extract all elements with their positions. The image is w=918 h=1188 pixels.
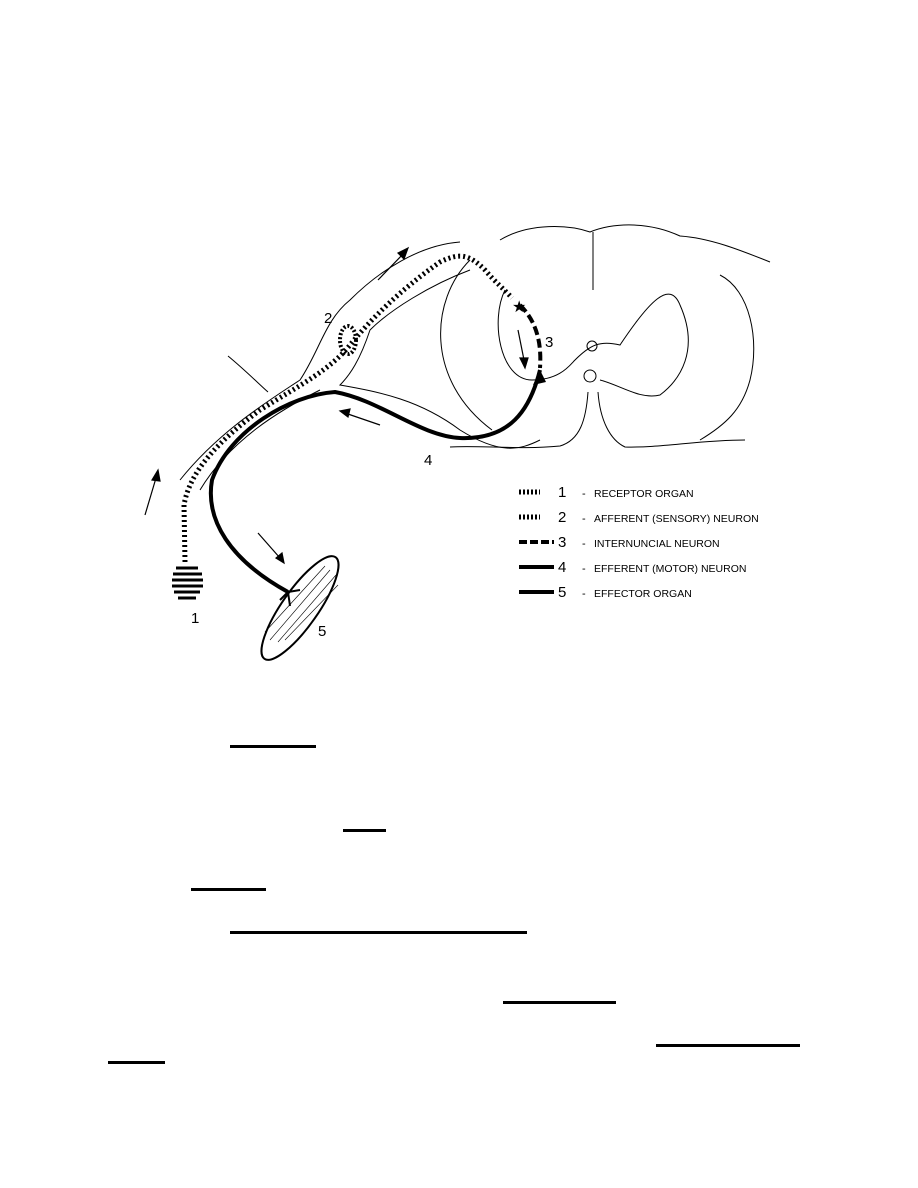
label-2: 2 [324, 310, 332, 327]
legend-separator: - [582, 488, 586, 500]
legend-item: 4 -EFFERENT (MOTOR) NEURON [519, 559, 746, 576]
label-3: 3 [545, 334, 553, 351]
legend-separator: - [582, 538, 586, 550]
answer-blank-6 [656, 1044, 800, 1047]
label-5: 5 [318, 623, 326, 640]
legend-label: AFFERENT (SENSORY) NEURON [594, 513, 759, 525]
legend-label: RECEPTOR ORGAN [594, 488, 694, 500]
label-1: 1 [191, 610, 199, 627]
answer-blank-3 [191, 888, 266, 891]
legend-number: 4 [558, 559, 566, 576]
direction-arrows [144, 246, 529, 565]
answer-blank-1 [230, 745, 316, 748]
afferent-neuron-path [181, 253, 514, 563]
legend-number: 3 [558, 534, 566, 551]
effector-organ [260, 555, 340, 661]
legend-separator: - [582, 588, 586, 600]
legend-number: 1 [558, 484, 566, 501]
answer-blank-2 [343, 829, 386, 832]
ganglion [338, 324, 358, 356]
label-4: 4 [424, 452, 432, 469]
legend-item: 2 -AFFERENT (SENSORY) NEURON [519, 509, 759, 526]
answer-blank-7 [108, 1061, 165, 1064]
efferent-neuron-path [208, 369, 542, 594]
legend-item: 5 -EFFECTOR ORGAN [519, 584, 692, 601]
receptor-organ [172, 566, 203, 600]
legend-separator: - [582, 563, 586, 575]
legend-number: 5 [558, 584, 566, 601]
star-icon: ★ [512, 299, 526, 316]
legend-number: 2 [558, 509, 566, 526]
spinal-cord [179, 224, 771, 491]
legend-label: EFFERENT (MOTOR) NEURON [594, 563, 746, 575]
legend-separator: - [582, 513, 586, 525]
legend-item: 1 -RECEPTOR ORGAN [519, 484, 694, 501]
internuncial-neuron-path [518, 303, 543, 369]
synapse-arrow-icon [533, 370, 546, 385]
answer-blank-5 [503, 1001, 616, 1004]
legend-label: EFFECTOR ORGAN [594, 588, 692, 600]
legend-label: INTERNUNCIAL NEURON [594, 538, 720, 550]
answer-blank-4 [230, 931, 527, 934]
legend-item: 3 -INTERNUNCIAL NEURON [519, 534, 720, 551]
